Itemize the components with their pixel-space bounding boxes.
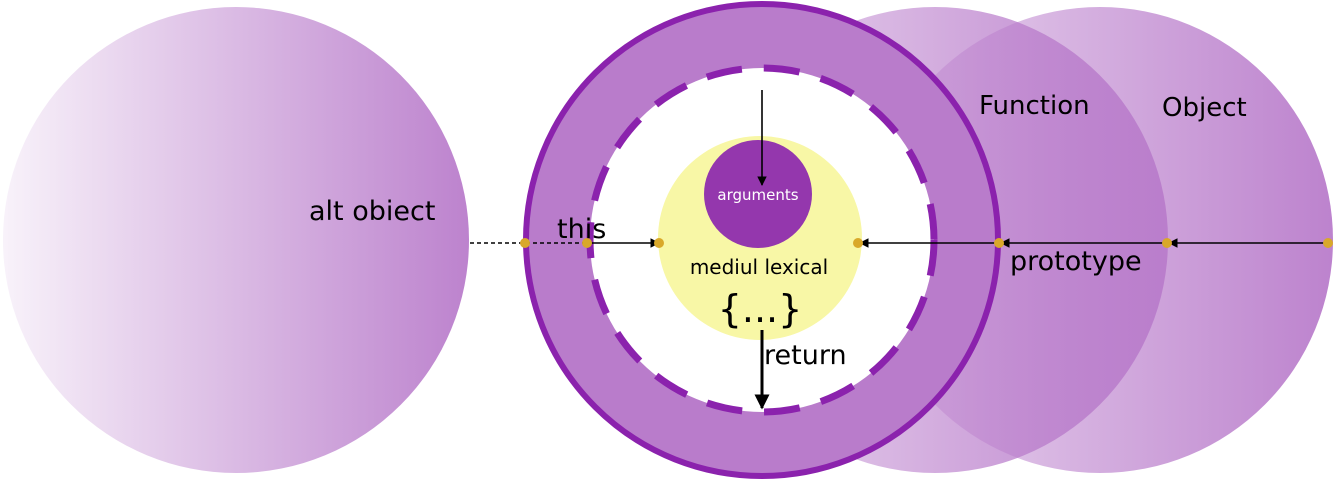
function-label: Function — [979, 91, 1090, 121]
connector-dot — [1162, 238, 1172, 248]
connector-dot — [582, 238, 592, 248]
connector-dot — [654, 238, 664, 248]
this-label: this — [557, 214, 606, 245]
return-label: return — [764, 340, 847, 371]
function-body-label: {...} — [718, 287, 803, 331]
connector-dot — [520, 238, 530, 248]
arguments-circle — [704, 140, 812, 248]
connector-dot — [853, 238, 863, 248]
connector-dot — [994, 238, 1004, 248]
alt-object-label: alt obiect — [309, 196, 435, 227]
lexical-environment-label: mediul lexical — [690, 255, 828, 279]
arguments-label: arguments — [717, 186, 798, 204]
alt-object-circle — [3, 7, 469, 473]
prototype-label: prototype — [1010, 246, 1142, 277]
object-label: Object — [1162, 93, 1247, 123]
connector-dot — [1323, 238, 1333, 248]
